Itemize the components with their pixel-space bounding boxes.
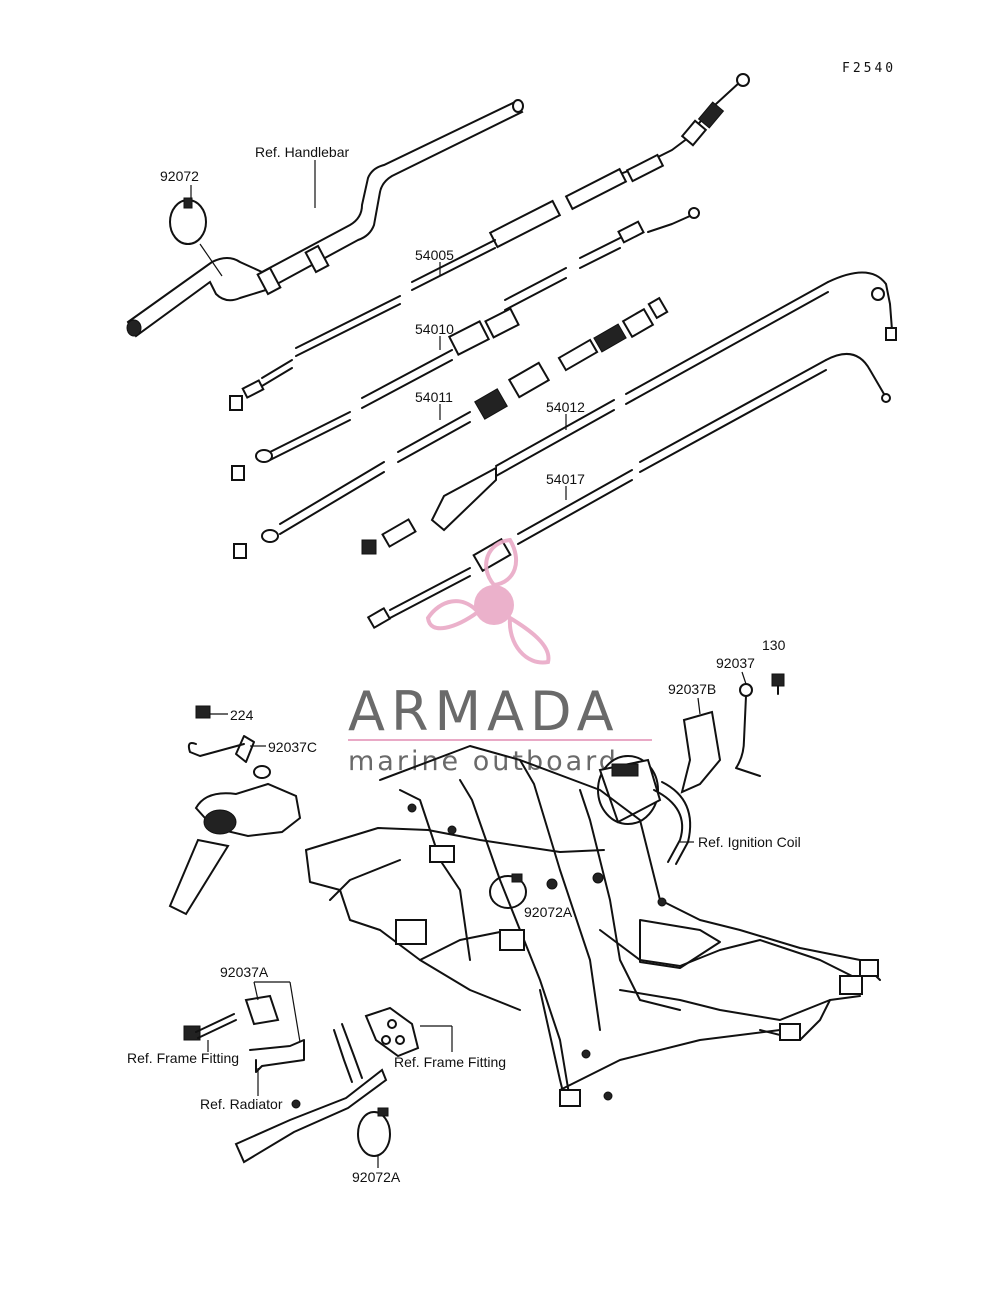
propeller-blade-right xyxy=(507,614,551,665)
bracket-92037b xyxy=(680,710,722,794)
bracket-92037b-label: 92037B xyxy=(668,681,716,697)
cable-54010-label: 54010 xyxy=(415,321,454,337)
propeller-blade-top xyxy=(484,537,519,588)
propeller-hub xyxy=(474,585,514,625)
frame-fitting-ref-right-label: Ref. Frame Fitting xyxy=(394,1054,506,1070)
cable-54017 xyxy=(366,352,891,630)
clamp-92037a-label: 92037A xyxy=(220,964,269,980)
watermark-title: ARMADA xyxy=(348,680,620,743)
clamp-92037 xyxy=(735,683,761,777)
frame-fitting-plate xyxy=(364,1006,420,1058)
bolt-224-label: 224 xyxy=(230,707,254,723)
cable-54017-label: 54017 xyxy=(546,471,585,487)
propeller-blade-left xyxy=(425,599,481,631)
bolt-130-label: 130 xyxy=(762,637,786,653)
clamp-92072a-bottom-label: 92072A xyxy=(352,1169,401,1185)
handlebar xyxy=(126,99,524,338)
cable-54012-label: 54012 xyxy=(546,399,585,415)
clamp-92037c-label: 92037C xyxy=(268,739,317,755)
clamp-92072a-mid xyxy=(489,873,527,909)
clamp-92037-label: 92037 xyxy=(716,655,755,671)
watermark-subtitle: marine outboards xyxy=(348,746,636,777)
bolt-frame-fitting xyxy=(183,1013,237,1041)
clamp-92072-top xyxy=(169,197,207,245)
handlebar-ref-label: Ref. Handlebar xyxy=(255,144,350,160)
cable-54011 xyxy=(233,296,669,559)
clamp-92072-label: 92072 xyxy=(160,168,199,184)
cable-54005-label: 54005 xyxy=(415,247,454,263)
cable-54005 xyxy=(229,73,750,411)
cable-54010 xyxy=(231,207,700,481)
diagram-code: F2540 xyxy=(842,61,896,76)
ignition-coil xyxy=(597,755,692,865)
bracket-92037a xyxy=(244,994,305,1073)
lever-assembly-left xyxy=(168,705,302,916)
cable-54011-label: 54011 xyxy=(415,389,453,405)
clamp-92072a-bottom xyxy=(357,1107,391,1157)
ignition-coil-ref-label: Ref. Ignition Coil xyxy=(698,834,801,850)
radiator-ref-label: Ref. Radiator xyxy=(200,1096,283,1112)
radiator-bracket xyxy=(234,1023,388,1164)
atv-frame xyxy=(305,745,881,1107)
frame-fitting-ref-left-label: Ref. Frame Fitting xyxy=(127,1050,239,1066)
bolt-130 xyxy=(771,673,785,695)
clamp-92072a-mid-label: 92072A xyxy=(524,904,573,920)
armada-logo xyxy=(425,537,551,665)
cable-54012 xyxy=(361,271,897,555)
